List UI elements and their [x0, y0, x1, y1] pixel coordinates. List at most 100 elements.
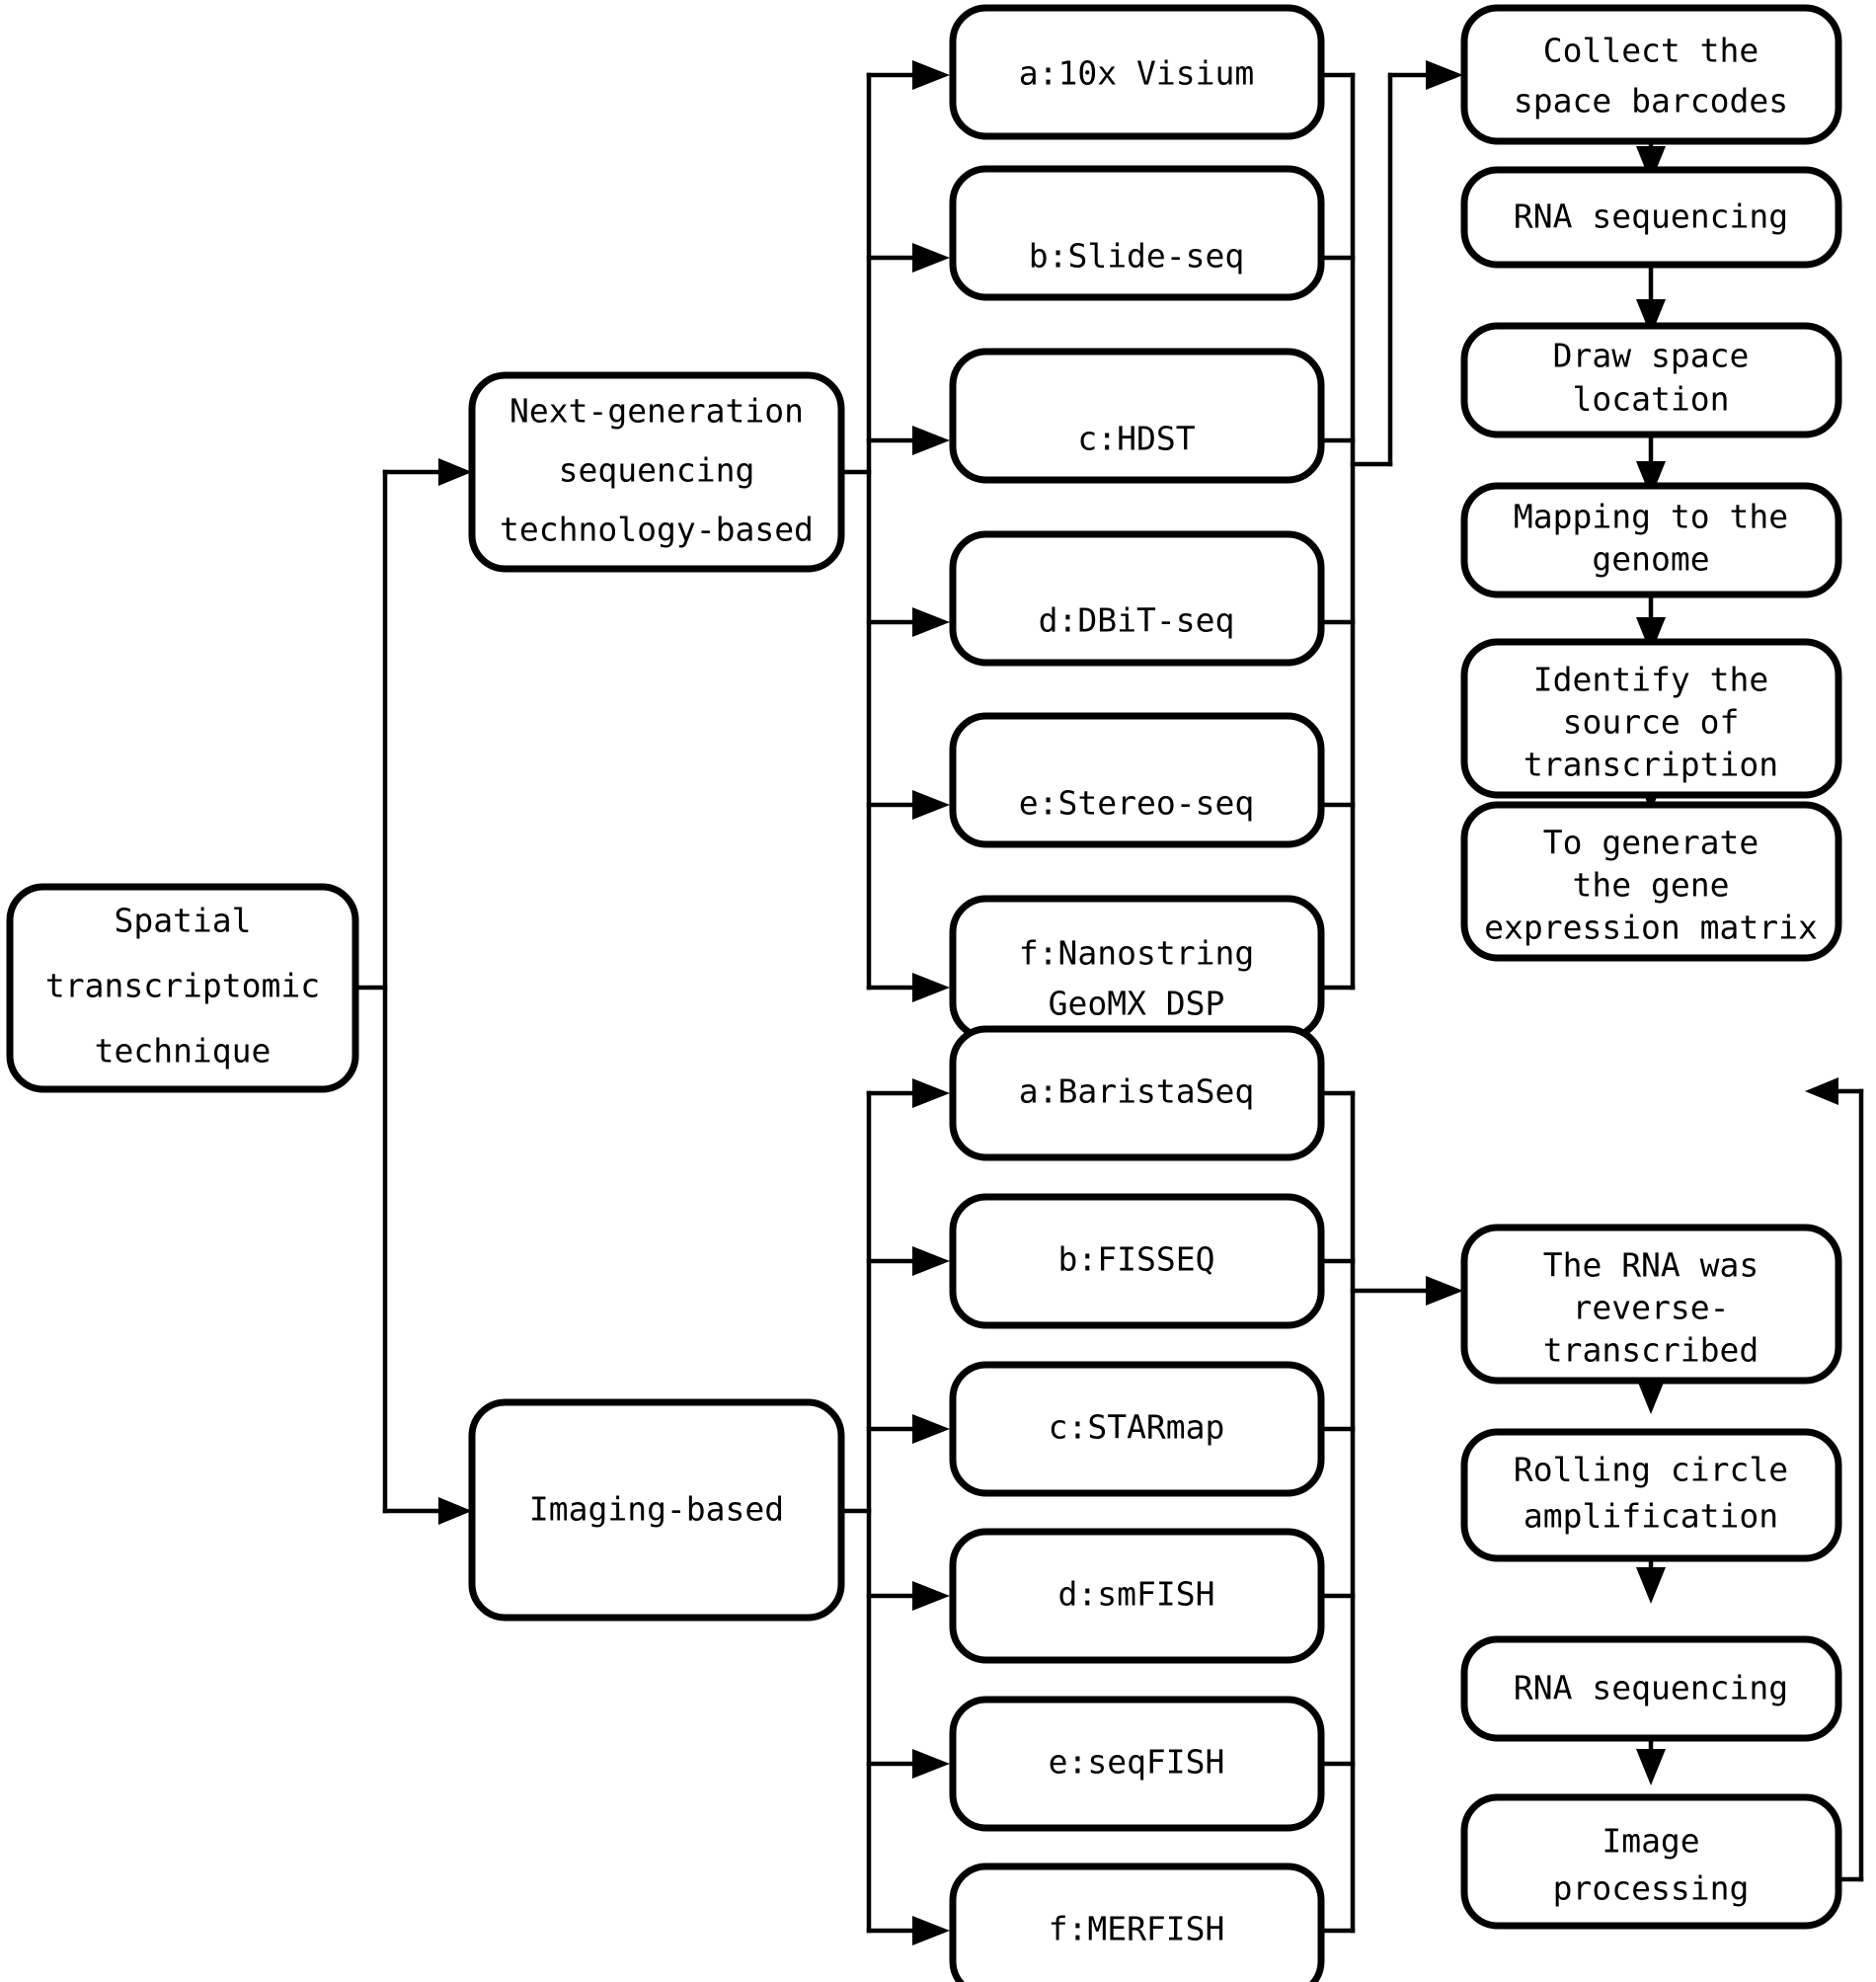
- arrowhead-p4-p5: [1636, 617, 1666, 654]
- ngs-d-box[interactable]: [949, 530, 1325, 667]
- q2-box[interactable]: [1460, 1428, 1842, 1562]
- node-p5[interactable]: Identify the source of transcription: [1460, 638, 1842, 799]
- p6-box[interactable]: [1460, 801, 1842, 962]
- node-p6[interactable]: To generate the gene expression matrix: [1460, 801, 1842, 962]
- ngs-a-box[interactable]: [949, 4, 1325, 140]
- node-q2[interactable]: Rolling circle amplification: [1460, 1428, 1842, 1562]
- arrowhead-root-to-imaging: [438, 1497, 472, 1525]
- p1-line-2: space barcodes: [1514, 82, 1788, 120]
- q3-box[interactable]: [1460, 1635, 1842, 1742]
- arrowhead-p3-p4: [1636, 461, 1666, 498]
- node-category-imaging[interactable]: Imaging-based: [468, 1398, 845, 1622]
- arrowhead-imaging-to-b: [912, 1246, 950, 1276]
- arrowhead-q1-q2: [1636, 1378, 1666, 1414]
- p4-box[interactable]: [1460, 482, 1842, 598]
- category-ngs-box[interactable]: [468, 371, 845, 573]
- ngs-b-box[interactable]: [949, 165, 1325, 301]
- p5-line-3: transcription: [1524, 746, 1778, 784]
- p6-line-3: expression matrix: [1484, 909, 1818, 947]
- node-q3[interactable]: RNA sequencing: [1460, 1635, 1842, 1742]
- q2-line-2: amplification: [1524, 1497, 1778, 1536]
- arrowhead-ngs-to-c: [912, 426, 950, 455]
- node-ngs-d[interactable]: d:DBiT-seq: [949, 530, 1325, 667]
- root-label-line-2: transcriptomic: [45, 967, 320, 1005]
- node-ngs-f[interactable]: f:Nanostring GeoMX DSP: [949, 895, 1325, 1041]
- node-q1[interactable]: The RNA was reverse- transcribed: [1460, 1224, 1842, 1385]
- img-b-box[interactable]: [949, 1193, 1325, 1329]
- node-img-f[interactable]: f:MERFISH: [949, 1863, 1325, 1982]
- category-ngs-line-2: sequencing: [559, 451, 755, 490]
- node-p1[interactable]: Collect the space barcodes: [1460, 4, 1842, 145]
- root-label-line-3: technique: [95, 1032, 272, 1070]
- arrowhead-imaging-to-d: [912, 1581, 950, 1611]
- p1-box[interactable]: [1460, 4, 1842, 145]
- ngs-e-box[interactable]: [949, 712, 1325, 848]
- img-c-label: c:STARmap: [1049, 1408, 1225, 1447]
- q1-box[interactable]: [1460, 1224, 1842, 1385]
- node-p3[interactable]: Draw space location: [1460, 322, 1842, 438]
- p5-box[interactable]: [1460, 638, 1842, 799]
- p6-line-1: To generate: [1543, 824, 1759, 862]
- node-p4[interactable]: Mapping to the genome: [1460, 482, 1842, 598]
- img-e-box[interactable]: [949, 1696, 1325, 1832]
- arrowhead-p2-p3: [1636, 299, 1666, 336]
- img-a-label: a:BaristaSeq: [1019, 1072, 1254, 1111]
- arrowhead-ngs-to-f: [912, 973, 950, 1002]
- img-e-label: e:seqFISH: [1049, 1743, 1225, 1782]
- p4-line-2: genome: [1592, 540, 1709, 579]
- q1-line-3: transcribed: [1543, 1331, 1759, 1370]
- ngs-c-box[interactable]: [949, 348, 1325, 484]
- img-a-box[interactable]: [949, 1025, 1325, 1161]
- node-category-ngs[interactable]: Next-generation sequencing technology-ba…: [468, 371, 845, 573]
- ngs-f-line-2: GeoMX DSP: [1049, 985, 1225, 1023]
- node-img-b[interactable]: b:FISSEQ: [949, 1193, 1325, 1329]
- connector-layer: [352, 60, 1864, 1945]
- ngs-d-label: d:DBiT-seq: [1039, 601, 1235, 640]
- category-ngs-line-1: Next-generation: [509, 392, 804, 431]
- p1-line-1: Collect the: [1543, 32, 1759, 70]
- node-img-e[interactable]: e:seqFISH: [949, 1696, 1325, 1832]
- node-img-d[interactable]: d:smFISH: [949, 1528, 1325, 1664]
- arrowhead-collector-to-q1: [1426, 1276, 1463, 1306]
- q1-line-2: reverse-: [1573, 1289, 1730, 1327]
- category-imaging-line-1: Imaging-based: [529, 1490, 784, 1529]
- img-b-label: b:FISSEQ: [1058, 1240, 1215, 1279]
- img-d-box[interactable]: [949, 1528, 1325, 1664]
- p2-box[interactable]: [1460, 166, 1842, 269]
- p3-box[interactable]: [1460, 322, 1842, 438]
- q4-line-2: processing: [1553, 1869, 1750, 1908]
- node-ngs-a[interactable]: a:10x Visium: [949, 4, 1325, 140]
- arrowhead-collector-to-p1: [1426, 60, 1463, 90]
- root-label-line-1: Spatial: [114, 902, 251, 940]
- arrowhead-imaging-to-f: [912, 1916, 950, 1945]
- p5-line-2: source of: [1563, 703, 1740, 742]
- category-imaging-box[interactable]: [468, 1398, 845, 1622]
- root-box[interactable]: [6, 883, 359, 1093]
- node-ngs-c[interactable]: c:HDST: [949, 348, 1325, 484]
- img-c-box[interactable]: [949, 1361, 1325, 1497]
- p4-line-1: Mapping to the: [1514, 498, 1788, 536]
- ngs-f-line-1: f:Nanostring: [1019, 934, 1254, 973]
- node-q4[interactable]: Image processing: [1460, 1793, 1842, 1930]
- node-root[interactable]: Spatial transcriptomic technique: [6, 883, 359, 1093]
- img-f-box[interactable]: [949, 1863, 1325, 1982]
- img-d-label: d:smFISH: [1058, 1575, 1215, 1614]
- q4-line-1: Image: [1602, 1822, 1699, 1861]
- node-img-c[interactable]: c:STARmap: [949, 1361, 1325, 1497]
- node-ngs-b[interactable]: b:Slide-seq: [949, 165, 1325, 301]
- arrowhead-ngs-to-d: [912, 607, 950, 637]
- arrowhead-q2-q3: [1636, 1567, 1666, 1604]
- p2-label: RNA sequencing: [1514, 198, 1788, 236]
- node-img-a[interactable]: a:BaristaSeq: [949, 1025, 1325, 1161]
- arrowhead-imaging-to-a: [912, 1078, 950, 1108]
- arrowhead-p1-p2: [1636, 146, 1666, 183]
- node-p2[interactable]: RNA sequencing: [1460, 166, 1842, 269]
- p6-line-2: the gene: [1573, 866, 1730, 905]
- p3-line-1: Draw space: [1553, 337, 1750, 375]
- q2-line-1: Rolling circle: [1514, 1451, 1788, 1489]
- node-ngs-e[interactable]: e:Stereo-seq: [949, 712, 1325, 848]
- p3-line-2: location: [1573, 380, 1730, 419]
- q4-box[interactable]: [1460, 1793, 1842, 1930]
